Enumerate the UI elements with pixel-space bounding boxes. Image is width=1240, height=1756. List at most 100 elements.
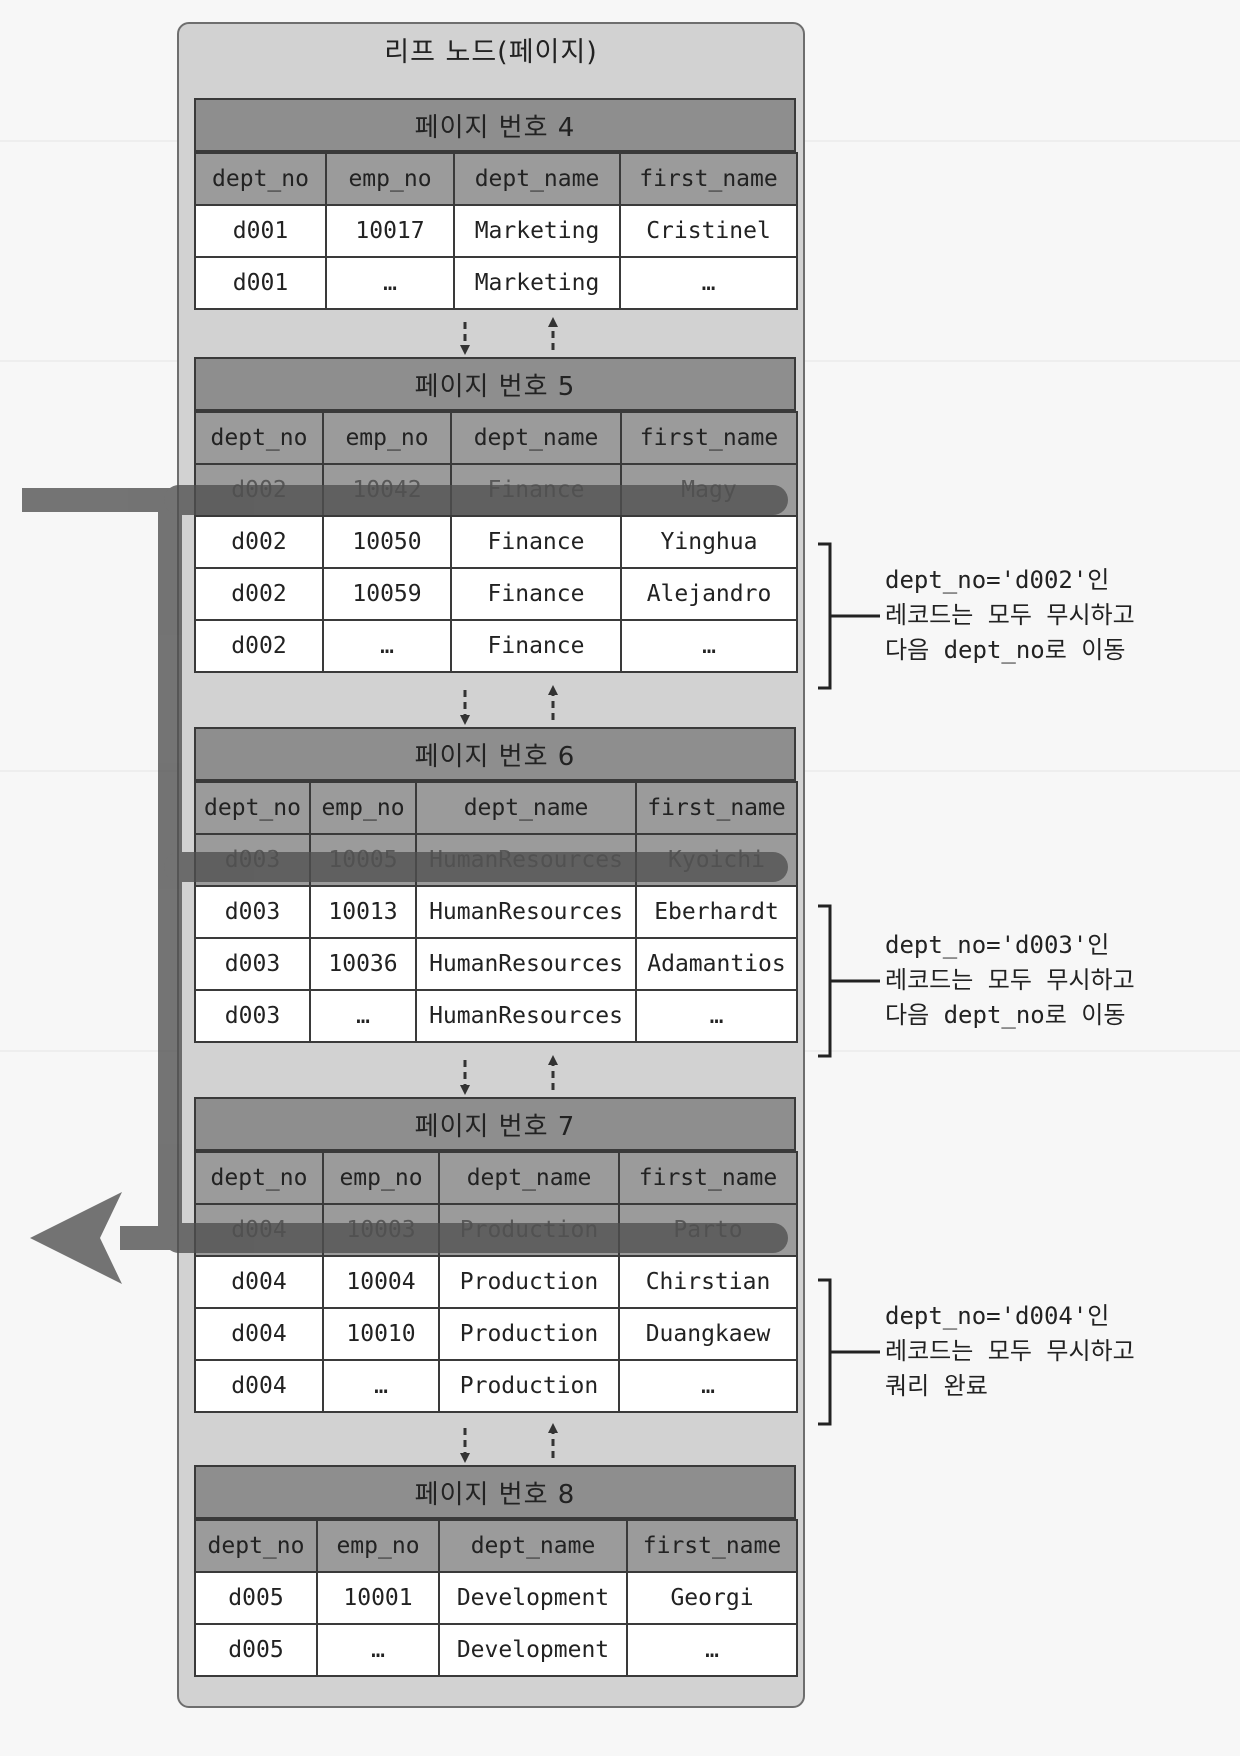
column-header: emp_no (322, 1151, 440, 1205)
column-header-row: dept_no emp_no dept_name first_name (194, 411, 798, 465)
cell: d001 (194, 204, 327, 258)
cell: Cristinel (619, 204, 798, 258)
table-row: d005 10001 Development Georgi (194, 1571, 798, 1625)
cell: d002 (194, 515, 324, 569)
column-header: emp_no (316, 1519, 440, 1573)
table-row: d004 10004 Production Chirstian (194, 1255, 798, 1309)
cell: 10010 (322, 1307, 440, 1361)
page-header: 페이지 번호 5 (194, 357, 796, 411)
cell: … (325, 256, 455, 310)
cell: Duangkaew (618, 1307, 798, 1361)
annotation-line: dept_no='d002'인 (885, 566, 1110, 594)
annotation-line: 레코드는 모두 무시하고 (885, 966, 1135, 994)
column-header: first_name (635, 781, 798, 835)
record-table: dept_no emp_no dept_name first_name d002… (194, 411, 798, 673)
cell: Development (438, 1623, 628, 1677)
cell: 10001 (316, 1571, 440, 1625)
cell: HumanResources (415, 885, 637, 939)
cell: d005 (194, 1571, 318, 1625)
cell: Production (438, 1359, 620, 1413)
table-row: d002 10059 Finance Alejandro (194, 567, 798, 621)
page-header: 페이지 번호 4 (194, 98, 796, 152)
annotation-line: dept_no='d003'인 (885, 931, 1110, 959)
cell: d002 (194, 619, 324, 673)
table-row: d003 10036 HumanResources Adamantios (194, 937, 798, 991)
table-row: d001 10017 Marketing Cristinel (194, 204, 798, 258)
cell: … (619, 256, 798, 310)
page-5: 페이지 번호 5 dept_no emp_no dept_name first_… (194, 357, 798, 673)
column-header: dept_no (194, 152, 327, 206)
cell: Alejandro (620, 567, 798, 621)
column-header: first_name (618, 1151, 798, 1205)
cell: d004 (194, 1307, 324, 1361)
cell: Yinghua (620, 515, 798, 569)
cell: Finance (450, 619, 622, 673)
cell: Marketing (453, 204, 621, 258)
annotation-d004: dept_no='d004'인 레코드는 모두 무시하고 쿼리 완료 (885, 1299, 1135, 1404)
cell: Chirstian (618, 1255, 798, 1309)
column-header: dept_name (450, 411, 622, 465)
cell: Production (438, 1307, 620, 1361)
column-header-row: dept_no emp_no dept_name first_name (194, 1151, 798, 1205)
cell: 10004 (322, 1255, 440, 1309)
skip-scan-path (22, 485, 788, 1284)
cell: d003 (194, 989, 311, 1043)
column-header: emp_no (325, 152, 455, 206)
cell: … (626, 1623, 798, 1677)
table-row: d004 10010 Production Duangkaew (194, 1307, 798, 1361)
column-header: dept_no (194, 1519, 318, 1573)
annotation-d002: dept_no='d002'인 레코드는 모두 무시하고 다음 dept_no로… (885, 563, 1135, 668)
column-header: dept_no (194, 411, 324, 465)
cell: … (620, 619, 798, 673)
column-header: first_name (619, 152, 798, 206)
annotation-line: 다음 dept_no로 이동 (885, 1001, 1126, 1029)
column-header: dept_no (194, 1151, 324, 1205)
cell: … (618, 1359, 798, 1413)
annotation-line: 쿼리 완료 (885, 1372, 988, 1400)
leaf-node-title: 리프 노드(페이지) (384, 37, 598, 68)
cell: 10050 (322, 515, 452, 569)
brace-d003 (818, 904, 880, 1058)
cell: Finance (450, 567, 622, 621)
cell: HumanResources (415, 937, 637, 991)
cell: … (309, 989, 417, 1043)
cell: Finance (450, 515, 622, 569)
cell: … (635, 989, 798, 1043)
table-row: d004 … Production … (194, 1359, 798, 1413)
annotation-line: 레코드는 모두 무시하고 (885, 601, 1135, 629)
table-row: d003 … HumanResources … (194, 989, 798, 1043)
column-header: emp_no (309, 781, 417, 835)
cell: d004 (194, 1255, 324, 1309)
cell: d005 (194, 1623, 318, 1677)
page-4: 페이지 번호 4 dept_no emp_no dept_name first_… (194, 98, 798, 310)
column-header: dept_name (438, 1519, 628, 1573)
column-header-row: dept_no emp_no dept_name first_name (194, 152, 798, 206)
cell: 10059 (322, 567, 452, 621)
brace-d002 (818, 542, 880, 690)
page-header: 페이지 번호 8 (194, 1465, 796, 1519)
annotation-line: dept_no='d004'인 (885, 1302, 1110, 1330)
table-row: d002 10050 Finance Yinghua (194, 515, 798, 569)
cell: 10013 (309, 885, 417, 939)
column-header: first_name (626, 1519, 798, 1573)
cell: Development (438, 1571, 628, 1625)
cell: Adamantios (635, 937, 798, 991)
page-header: 페이지 번호 7 (194, 1097, 796, 1151)
page-7: 페이지 번호 7 dept_no emp_no dept_name first_… (194, 1097, 798, 1413)
cell: Marketing (453, 256, 621, 310)
column-header: dept_name (453, 152, 621, 206)
cell: … (322, 619, 452, 673)
annotation-line: 다음 dept_no로 이동 (885, 636, 1126, 664)
cell: … (322, 1359, 440, 1413)
brace-d004 (818, 1278, 880, 1426)
column-header: dept_no (194, 781, 311, 835)
cell: Eberhardt (635, 885, 798, 939)
cell: … (316, 1623, 440, 1677)
cell: HumanResources (415, 989, 637, 1043)
page-header: 페이지 번호 6 (194, 727, 796, 781)
record-table: dept_no emp_no dept_name first_name d004… (194, 1151, 798, 1413)
page-8: 페이지 번호 8 dept_no emp_no dept_name first_… (194, 1465, 798, 1677)
cell: 10036 (309, 937, 417, 991)
table-row: d002 … Finance … (194, 619, 798, 673)
cell: d003 (194, 885, 311, 939)
